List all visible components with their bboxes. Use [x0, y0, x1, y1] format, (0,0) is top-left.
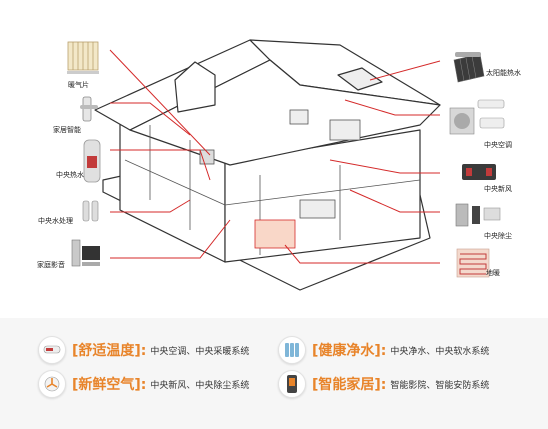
fresh-air-thumb — [456, 160, 502, 184]
feature-title: [舒适温度]: — [72, 343, 147, 359]
feature-desc: 中央空调、中央采暖系统 — [150, 346, 250, 357]
feature-comfort-temperature: [舒适温度]: 中央空调、中央采暖系统 — [38, 332, 249, 368]
feature-desc: 中央新风、中央除尘系统 — [150, 380, 250, 391]
home-theater-icon — [71, 239, 100, 267]
radiator-icon — [67, 41, 99, 74]
hot-water-thumb — [82, 138, 102, 186]
water-treatment-icon — [82, 200, 99, 222]
smart-lock-icon — [80, 96, 98, 122]
vacuum-thumb — [452, 200, 504, 228]
feature-icon-wrap — [278, 370, 306, 398]
leader-vacuum — [349, 189, 440, 213]
solar-thumb — [452, 50, 486, 84]
callout-label-central-ac: 中央空调 — [484, 141, 512, 149]
water-purifier-icon — [285, 343, 299, 357]
feature-icon-wrap — [38, 370, 66, 398]
central-ac-icon — [449, 99, 505, 135]
callout-label-smart-home: 家居智能 — [53, 126, 81, 134]
water-treatment-thumb — [80, 198, 102, 224]
leader-fresh-air — [329, 159, 440, 174]
feature-panel — [0, 318, 548, 429]
smart-lock-thumb — [78, 95, 100, 123]
feature-desc: 智能影院、智能安防系统 — [390, 380, 490, 391]
floor-heating-thumb — [456, 248, 490, 278]
water-heater-icon — [83, 139, 101, 183]
callout-label-home-theater: 家庭影音 — [37, 261, 65, 269]
roof-solar-panel — [337, 67, 383, 91]
feature-title: [健康净水]: — [312, 343, 387, 359]
leader-radiator — [109, 49, 211, 156]
floor-heating-icon — [456, 248, 490, 278]
leader-floor-heating — [284, 244, 440, 264]
dormer — [174, 61, 216, 113]
radiator-thumb — [66, 38, 100, 78]
feature-title: [智能家居]: — [312, 377, 387, 393]
feature-fresh-air: [新鲜空气]: 中央新风、中央除尘系统 — [38, 366, 249, 402]
feature-icon-wrap — [38, 336, 66, 364]
feature-smart-home: [智能家居]: 智能影院、智能安防系统 — [278, 366, 489, 402]
callout-label-hot-water: 中央热水 — [56, 171, 84, 179]
central-vacuum-icon — [455, 203, 501, 227]
feature-desc: 中央净水、中央软水系统 — [390, 346, 490, 357]
roof-front — [129, 59, 441, 166]
thermometer-icon — [43, 345, 61, 354]
solar-water-heater-icon — [453, 52, 485, 83]
callout-label-water-treatment: 中央水处理 — [38, 217, 73, 225]
callout-label-fresh-air: 中央新风 — [484, 185, 512, 193]
feature-icon-wrap — [278, 336, 306, 364]
smart-panel-icon — [287, 375, 297, 393]
leader-water-treatment — [110, 199, 191, 213]
fan-icon — [44, 376, 60, 392]
central-ac-thumb — [448, 96, 508, 138]
leader-home-theater — [110, 219, 231, 259]
callout-label-radiator: 暖气片 — [68, 81, 89, 89]
callout-label-floor-heating: 地暖 — [486, 269, 500, 277]
callout-label-solar: 太阳能热水 — [486, 69, 521, 77]
leader-solar — [369, 60, 441, 81]
callout-label-vacuum: 中央除尘 — [484, 232, 512, 240]
house-illustration — [94, 39, 441, 291]
feature-healthy-water: [健康净水]: 中央净水、中央软水系统 — [278, 332, 489, 368]
leader-central-ac — [344, 99, 440, 116]
fresh-air-icon — [462, 164, 496, 180]
feature-title: [新鲜空气]: — [72, 377, 147, 393]
home-theater-thumb — [70, 236, 102, 272]
leader-hot-water — [110, 149, 211, 181]
leader-smart-home — [110, 102, 191, 136]
